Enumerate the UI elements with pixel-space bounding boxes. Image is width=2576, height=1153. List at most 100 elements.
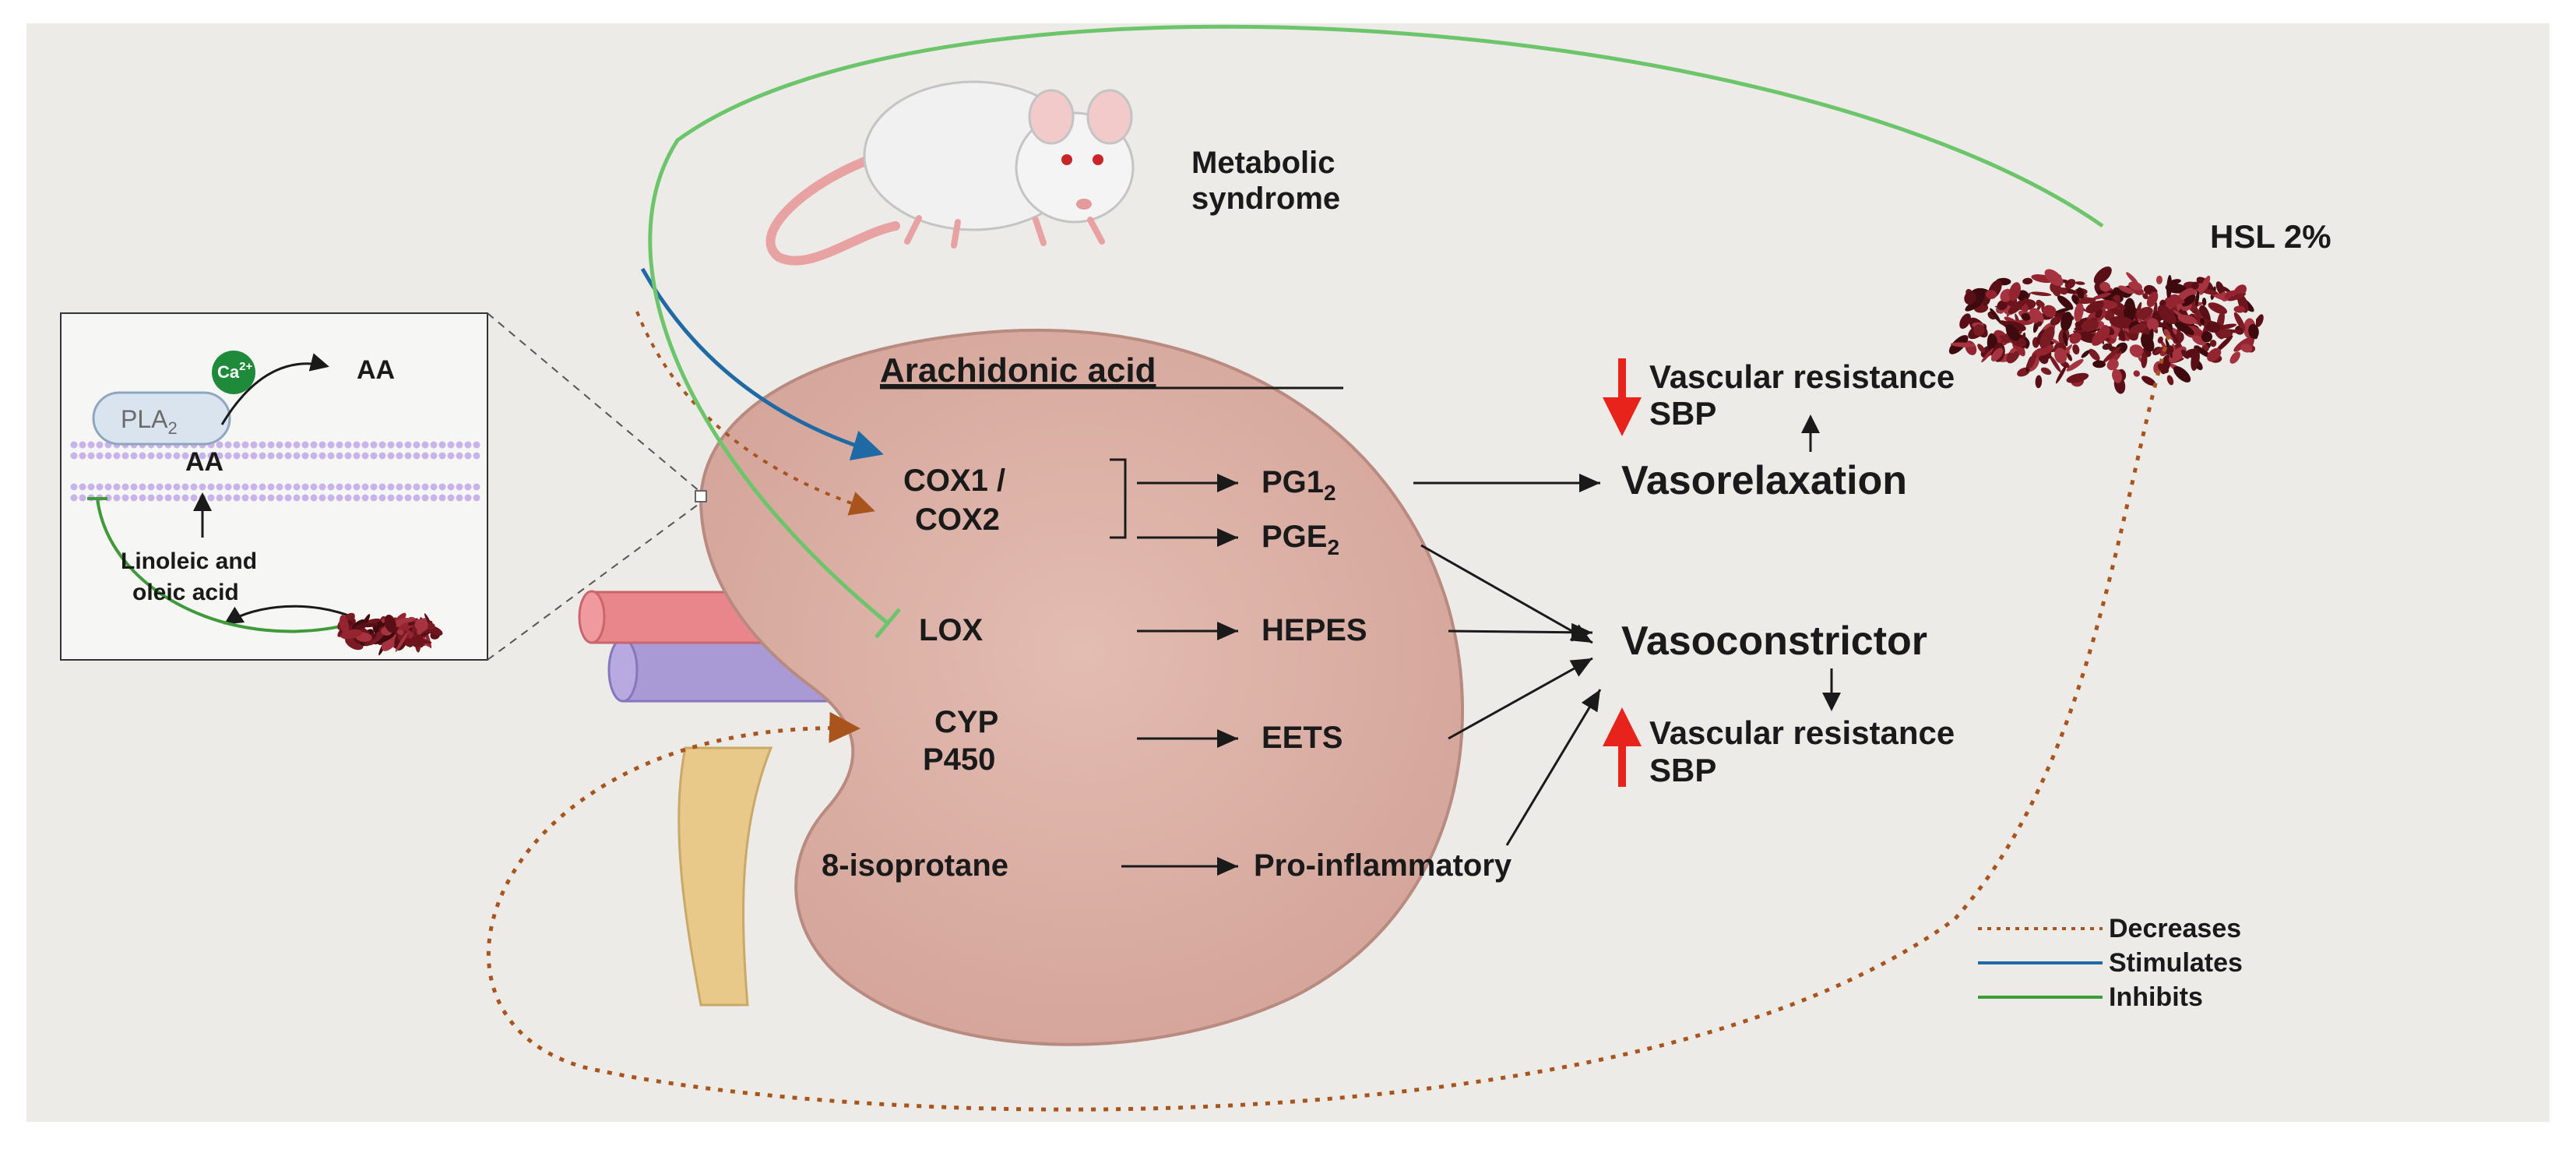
membrane-lipid xyxy=(164,452,172,460)
membrane-lipid xyxy=(216,483,223,491)
petal xyxy=(2005,324,2020,341)
membrane-lipid xyxy=(327,452,335,460)
membrane-lipid xyxy=(447,452,455,460)
petal xyxy=(1965,298,1985,312)
membrane-lipid xyxy=(267,441,275,449)
membrane-lipid xyxy=(430,441,438,449)
membrane-lipid xyxy=(139,452,146,460)
membrane-lipid xyxy=(224,483,232,491)
petal xyxy=(2201,298,2207,306)
petal xyxy=(2081,350,2090,358)
membrane-lipid xyxy=(438,452,446,460)
membrane-lipid xyxy=(370,441,378,449)
aa-membrane-label: AA xyxy=(185,447,223,477)
petal xyxy=(2027,353,2036,369)
membrane-lipid xyxy=(164,483,172,491)
pgi2-label: PG12 xyxy=(1262,465,1336,505)
petal xyxy=(2208,302,2228,315)
petal xyxy=(2039,326,2055,349)
membrane-lipid xyxy=(267,452,275,460)
membrane-lipid xyxy=(250,441,258,449)
membrane-lipid xyxy=(164,494,172,502)
membrane-lipid xyxy=(387,441,395,449)
membrane-lipid xyxy=(396,494,403,502)
petal xyxy=(2055,365,2067,384)
petal xyxy=(382,634,398,651)
membrane-lipid xyxy=(336,494,343,502)
petal xyxy=(2201,331,2212,343)
membrane-lipid xyxy=(336,452,343,460)
petal xyxy=(2146,291,2159,308)
petal xyxy=(2128,323,2148,334)
cox-label-2: COX2 xyxy=(915,502,1000,537)
membrane-lipid xyxy=(396,441,403,449)
petal xyxy=(1990,347,2004,361)
membrane-lipid xyxy=(447,483,455,491)
cyp-label-2: P450 xyxy=(923,742,995,777)
petal xyxy=(2174,321,2194,336)
membrane-lipid xyxy=(447,494,455,502)
petal xyxy=(2142,293,2148,300)
petal xyxy=(2060,312,2073,331)
membrane-lipid xyxy=(361,483,369,491)
legend: Decreases Stimulates Inhibits xyxy=(1978,914,2243,1012)
membrane-lipid xyxy=(70,452,78,460)
arachidonic-acid-title: Arachidonic acid xyxy=(880,351,1156,390)
membrane-lipid xyxy=(216,452,223,460)
membrane-lipid xyxy=(190,452,198,460)
pile-to-fa-arrow xyxy=(223,605,355,625)
membrane-lipid xyxy=(241,483,249,491)
membrane-lipid xyxy=(396,483,403,491)
membrane-lipid xyxy=(216,441,223,449)
pla2-label: PLA2 xyxy=(121,405,178,438)
membrane-lipid xyxy=(70,483,78,491)
petal xyxy=(2155,275,2163,284)
membrane-lipid xyxy=(267,494,275,502)
membrane-lipid xyxy=(96,483,104,491)
petal xyxy=(2140,333,2155,352)
petal xyxy=(2092,292,2111,300)
membrane-lipid xyxy=(233,441,241,449)
petal xyxy=(2066,358,2084,372)
petal xyxy=(2215,323,2237,330)
petal xyxy=(2201,289,2219,295)
fatty-acids-label-1: Linoleic and xyxy=(121,548,257,574)
legend-inhibits-label: Inhibits xyxy=(2109,982,2203,1012)
cyp-label-1: CYP xyxy=(934,705,998,739)
petal xyxy=(2050,316,2061,326)
petal xyxy=(2074,302,2084,323)
membrane-lipid xyxy=(207,452,215,460)
petal xyxy=(2057,295,2074,310)
membrane-lipid xyxy=(259,494,266,502)
membrane-lipid xyxy=(284,483,292,491)
petal xyxy=(2071,294,2081,305)
membrane-lipid xyxy=(387,483,395,491)
vascular-resistance-top-label: Vascular resistance xyxy=(1649,358,1955,395)
petal xyxy=(1997,300,2008,311)
petal xyxy=(2195,288,2200,307)
membrane-lipid xyxy=(224,452,232,460)
membrane-lipid xyxy=(293,441,301,449)
petal xyxy=(2200,317,2205,326)
membrane-lipid xyxy=(473,483,480,491)
vasorelaxation-label: Vasorelaxation xyxy=(1621,458,1907,503)
membrane-lipid xyxy=(207,494,215,502)
membrane-lipid xyxy=(250,452,258,460)
petal xyxy=(2078,297,2096,305)
membrane-lipid xyxy=(181,483,189,491)
membrane-lipid xyxy=(233,452,241,460)
petal xyxy=(2062,330,2068,347)
petal xyxy=(2181,349,2190,359)
membrane-lipid xyxy=(430,452,438,460)
membrane-lipid xyxy=(301,452,309,460)
petal xyxy=(2072,344,2080,355)
membrane-lipid xyxy=(216,494,223,502)
sbp-bottom-label: SBP xyxy=(1649,752,1716,788)
membrane-lipid xyxy=(181,452,189,460)
membrane-lipid xyxy=(464,452,472,460)
membrane-lipid xyxy=(301,441,309,449)
petal xyxy=(417,618,428,635)
membrane-lipid xyxy=(284,494,292,502)
petal xyxy=(2066,352,2073,361)
